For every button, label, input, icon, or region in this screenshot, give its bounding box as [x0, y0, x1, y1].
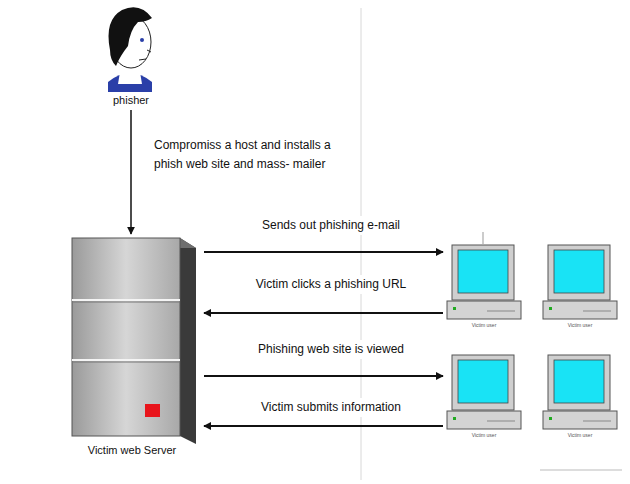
phisher-figure	[108, 7, 152, 92]
node-label: Victim web Server	[88, 444, 176, 456]
computer	[543, 245, 617, 319]
edge-label: Phishing web site is viewed	[246, 340, 416, 359]
arrow	[204, 251, 443, 253]
computer	[447, 355, 521, 429]
arrow	[130, 110, 132, 234]
tick	[483, 232, 484, 244]
node-label: Victim user	[568, 322, 593, 328]
frame-line	[540, 470, 622, 471]
actor-node: phisher	[95, 0, 167, 106]
node-label: Victim user	[568, 432, 593, 438]
computer-node: Victim user	[445, 244, 523, 328]
computer-node: Victim user	[445, 354, 523, 438]
arrow	[204, 312, 443, 314]
server-tower	[72, 238, 196, 444]
node-label: Victim user	[472, 322, 497, 328]
edge-label: Victim clicks a phishing URL	[246, 275, 416, 294]
computer-node: Victim user	[541, 244, 619, 328]
arrow	[204, 375, 443, 377]
computer	[543, 355, 617, 429]
computer-node: Victim user	[541, 354, 619, 438]
arrow	[204, 425, 443, 427]
edge-label: Victim submits information	[246, 398, 416, 417]
server-node: Victim web Server	[62, 236, 202, 456]
edge-label: Sends out phishing e-mail	[246, 216, 416, 235]
computer	[447, 245, 521, 319]
node-label: Victim user	[472, 432, 497, 438]
edge-label: Compromiss a host and installs a phish w…	[152, 136, 334, 173]
node-label: phisher	[113, 94, 149, 106]
